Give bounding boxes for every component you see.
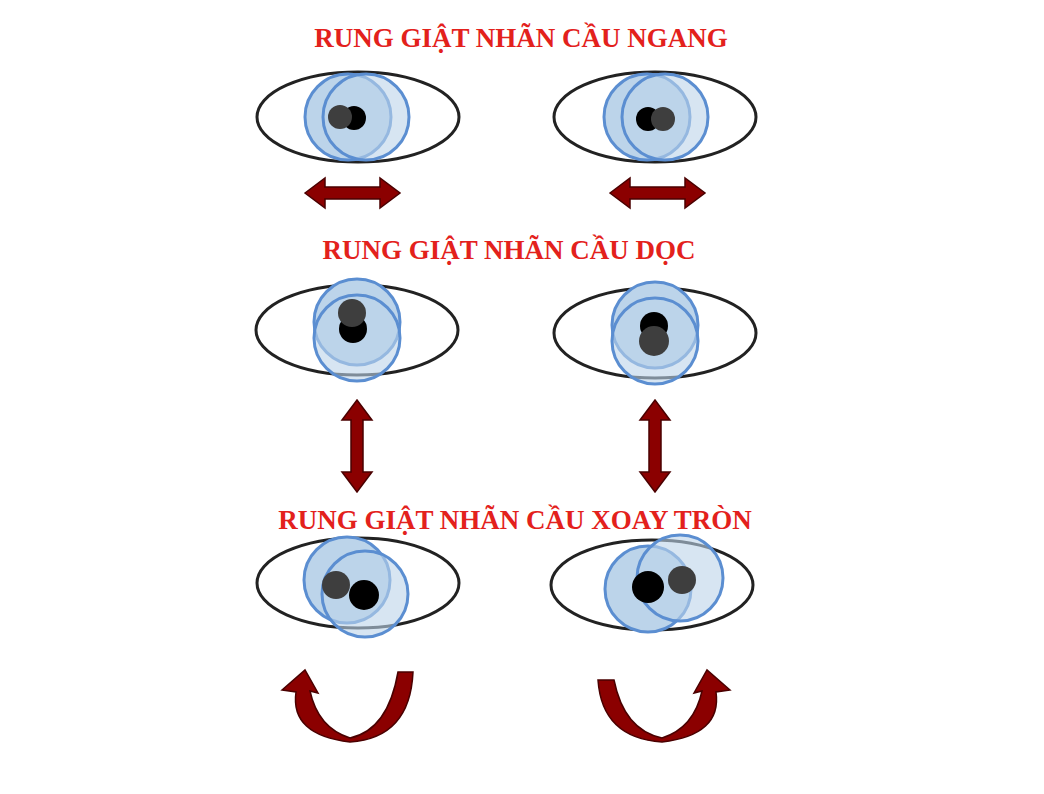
eye-horizontal-right (554, 72, 756, 162)
eye-vertical-left (256, 279, 458, 381)
eye-rotary-right (551, 535, 753, 632)
section-heading: RUNG GIẬT NHÃN CẦU DỌC (322, 236, 695, 266)
vertical-arrows (342, 400, 670, 492)
eye-horizontal-left (257, 72, 459, 162)
eye-rotary-left (257, 537, 459, 637)
curved-arrows (282, 670, 730, 742)
eye-vertical-right (554, 282, 756, 384)
horizontal-arrows (305, 178, 705, 208)
section-heading: RUNG GIẬT NHÃN CẦU NGANG (314, 24, 728, 54)
section-heading: RUNG GIẬT NHÃN CẦU XOAY TRÒN (278, 506, 751, 536)
